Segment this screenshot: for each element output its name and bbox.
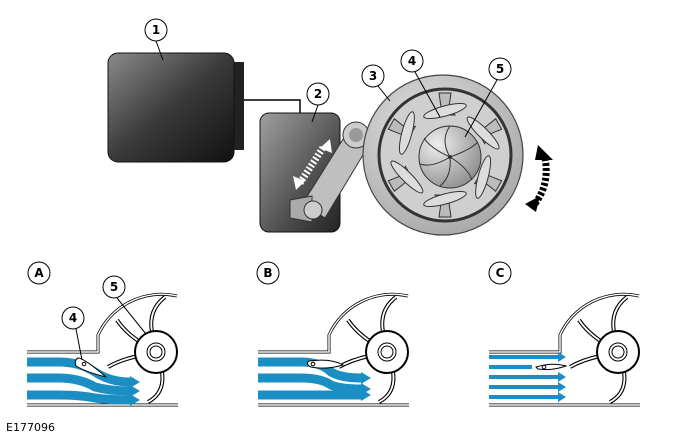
panel-c: C [488,261,640,407]
lever-arm [289,121,373,223]
callout-3: 3 [361,64,391,102]
figure-reference: E177096 [6,421,55,434]
vane [306,359,345,369]
connecting-wire [244,99,301,113]
callout-5-label: 5 [110,280,118,294]
panel-b: B [256,261,409,407]
callout-2-label: 2 [314,87,322,101]
callout-2: 2 [306,82,330,123]
turbine-wheel [418,125,482,189]
rotation-arrow-icon [525,145,553,212]
vane-ring-disc [362,74,524,236]
exhaust-flow-arrows [258,357,362,400]
callout-5-label: 5 [496,62,504,76]
panel-a-label: A [34,266,44,280]
actuator-motor [107,52,244,163]
exhaust-flow-arrows [489,355,558,399]
callout-4-label: 4 [69,311,77,325]
double-arrow-icon [297,144,327,185]
panel-a: 4 5 A [27,261,178,407]
panel-b-label: B [263,266,272,280]
callout-4: 4 [400,49,441,118]
callout-5: 5 [464,57,512,138]
callout-1-label: 1 [152,23,160,37]
vane [535,363,568,371]
callout-3-label: 3 [369,69,377,83]
callout-4-label: 4 [408,54,416,68]
callout-1: 1 [144,18,168,61]
panel-c-label: C [496,266,505,280]
